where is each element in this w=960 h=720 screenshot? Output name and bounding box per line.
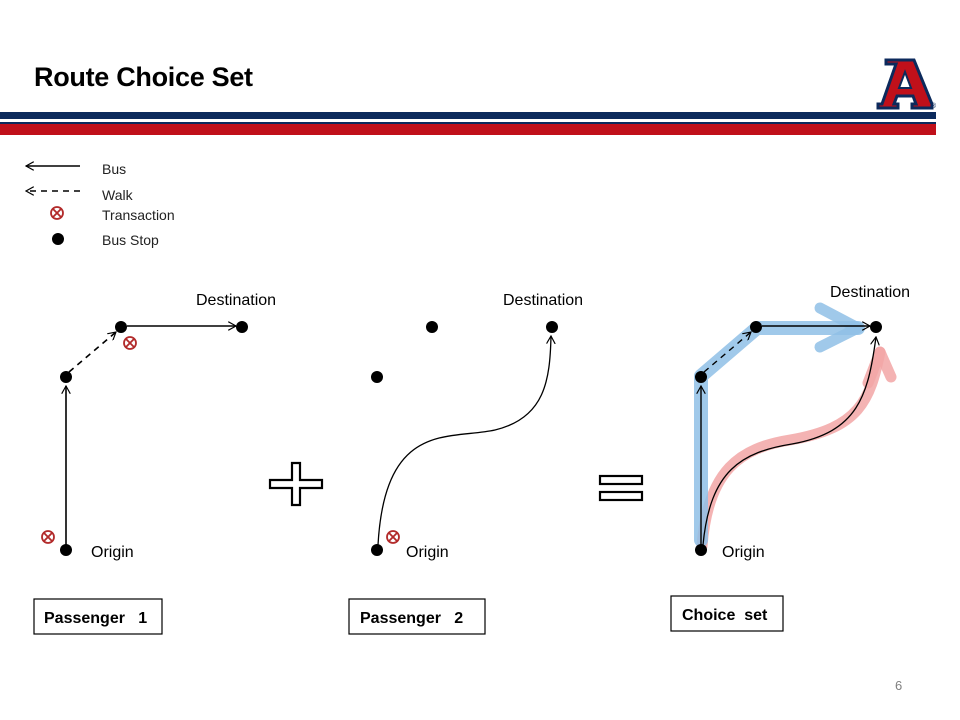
p2-destination-label: Destination bbox=[503, 292, 583, 309]
legend-bus-label: Bus bbox=[102, 161, 126, 177]
p1-stop-origin bbox=[60, 544, 72, 556]
registered-mark: ® bbox=[931, 102, 937, 110]
choice-stop-destination bbox=[870, 321, 882, 333]
choice-set-box bbox=[670, 595, 784, 632]
choice-walk-route-b bbox=[702, 337, 876, 546]
choice-walk-route-highlight bbox=[696, 346, 886, 552]
p1-stop-transfer-a bbox=[60, 371, 72, 383]
passenger-1-label: Passenger 1 bbox=[44, 610, 147, 627]
passenger-1-box bbox=[33, 598, 163, 635]
choice-walk-arrowhead-highlight bbox=[862, 346, 897, 389]
choice-bus-route-highlight bbox=[694, 321, 865, 547]
header-band-navy bbox=[0, 112, 936, 119]
plus-operator bbox=[268, 461, 324, 507]
header-band-thin bbox=[0, 122, 936, 124]
header-band-red bbox=[0, 124, 936, 135]
passenger-2-panel: Destination Origin Passenger 2 bbox=[348, 292, 583, 635]
legend: Bus Walk Transaction Bus Stop bbox=[26, 161, 175, 248]
choice-bus-arrowhead-highlight bbox=[814, 302, 864, 353]
passenger-2-label: Passenger 2 bbox=[360, 610, 463, 627]
p2-stop-a bbox=[371, 371, 383, 383]
choice-stop-transfer-b bbox=[750, 321, 762, 333]
p1-origin-label: Origin bbox=[91, 544, 134, 561]
passenger-1-panel: Destination Origin Passenger 1 bbox=[33, 292, 276, 635]
choice-set-label: Choice set bbox=[682, 607, 768, 624]
bus-stop-icon bbox=[52, 233, 64, 245]
legend-bus-stop-label: Bus Stop bbox=[102, 232, 159, 248]
equals-operator bbox=[598, 474, 644, 502]
legend-transaction-label: Transaction bbox=[102, 207, 175, 223]
choice-stop-transfer-a bbox=[695, 371, 707, 383]
p2-origin-label: Origin bbox=[406, 544, 449, 561]
p2-transaction-origin-icon bbox=[386, 530, 400, 544]
choice-set-panel: Destination Origin Choice set bbox=[670, 284, 910, 632]
p1-walk-route bbox=[68, 332, 116, 373]
p2-stop-b bbox=[426, 321, 438, 333]
transaction-icon bbox=[50, 206, 64, 220]
passenger-2-box bbox=[348, 598, 486, 635]
university-logo: ® bbox=[876, 58, 937, 110]
legend-walk-label: Walk bbox=[102, 187, 134, 203]
choice-origin-label: Origin bbox=[722, 544, 765, 561]
page-title: Route Choice Set bbox=[34, 62, 253, 92]
p1-transaction-origin-icon bbox=[41, 530, 55, 544]
p2-stop-origin bbox=[371, 544, 383, 556]
p1-stop-destination bbox=[236, 321, 248, 333]
p1-destination-label: Destination bbox=[196, 292, 276, 309]
p1-stop-transfer-b bbox=[115, 321, 127, 333]
choice-destination-label: Destination bbox=[830, 284, 910, 301]
choice-stop-origin bbox=[695, 544, 707, 556]
p2-walk-route bbox=[377, 336, 551, 546]
page-number: 6 bbox=[895, 678, 903, 693]
p2-stop-destination bbox=[546, 321, 558, 333]
p1-transaction-transfer-icon bbox=[123, 336, 137, 350]
